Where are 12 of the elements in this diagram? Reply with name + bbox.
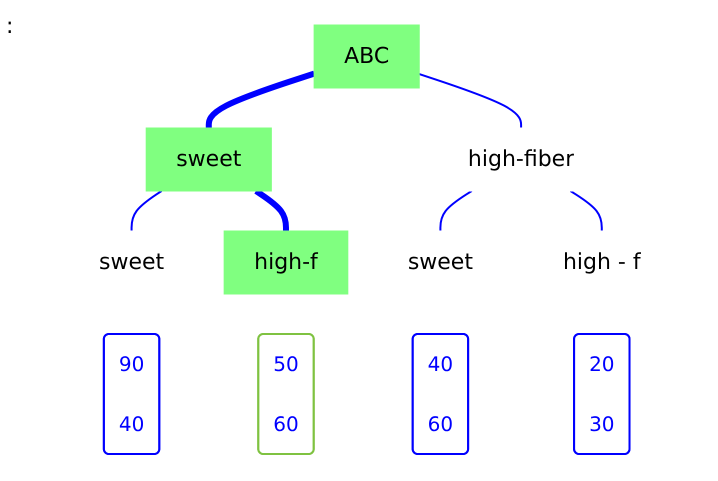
node-label: 40 (119, 412, 144, 436)
node-label: 50 (273, 352, 299, 376)
node-label: 60 (428, 412, 454, 436)
node-text: sweet (99, 250, 164, 274)
node-label: 20 (589, 352, 615, 376)
node-text: sweet (408, 250, 474, 274)
node-label: 40 (428, 352, 454, 376)
node-text: high-fiber (468, 146, 574, 172)
node-label: 30 (589, 412, 615, 436)
note-text: : (6, 14, 14, 39)
node-label: 90 (119, 352, 144, 376)
node-label: 60 (273, 412, 299, 436)
